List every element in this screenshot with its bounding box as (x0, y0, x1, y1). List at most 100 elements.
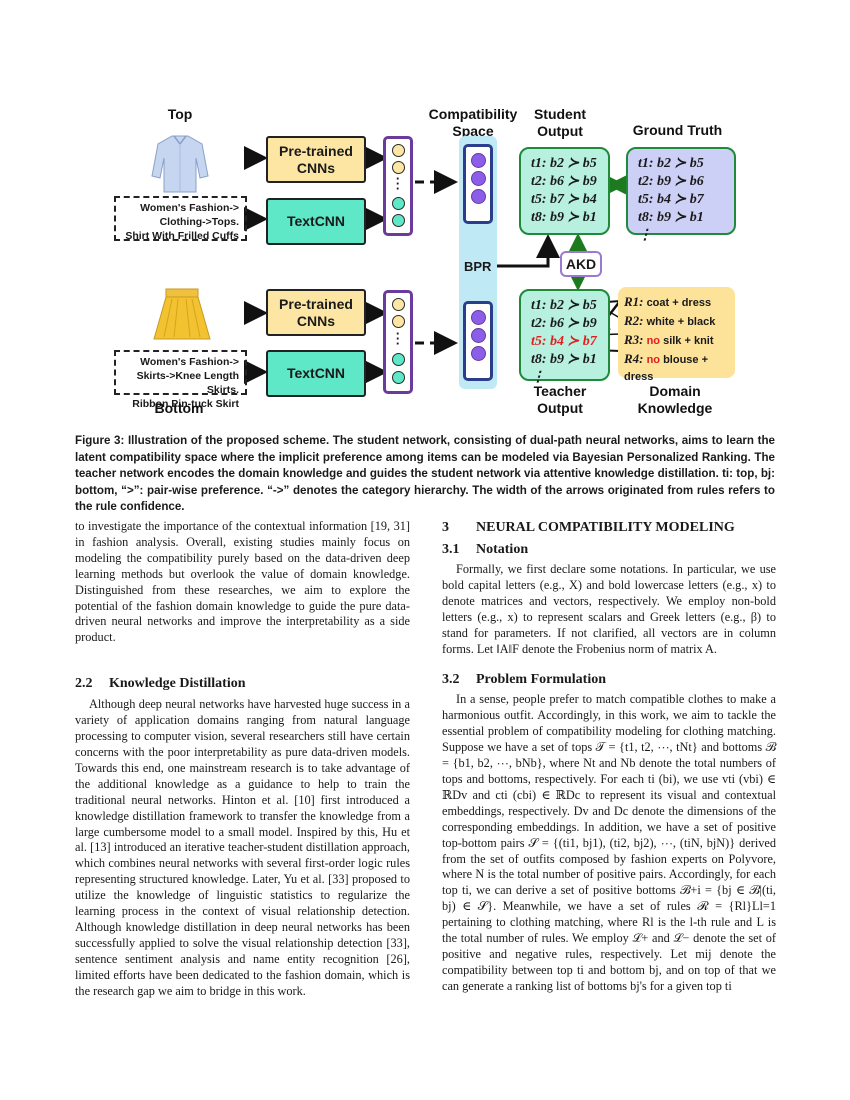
bottom-cnn-line2: CNNs (296, 312, 336, 329)
teacher-row-highlight: t5: b4 ≻ b7 (531, 334, 597, 349)
top-cnn-line1: Pre-trained (279, 142, 353, 159)
section-heading-3-1: 3.1 Notation (442, 541, 776, 559)
truth-row: t1: b2 ≻ b5 (638, 156, 704, 171)
latent-node (471, 153, 486, 168)
feature-node (392, 197, 405, 210)
section-heading-2-2: 2.2 Knowledge Distillation (75, 675, 410, 693)
ground-truth-box: t1: b2 ≻ b5 t2: b9 ≻ b6 t5: b4 ≻ b7 t8: … (626, 147, 736, 243)
rule-text: blouse + dress (624, 354, 709, 383)
bottom-feature-vector: ··· (383, 290, 413, 394)
teacher-row: t8: b9 ≻ b1 (531, 352, 597, 367)
right-column: 3 NEURAL COMPATIBILITY MODELING 3.1 Notati… (442, 519, 776, 995)
section-number: 2.2 (75, 676, 93, 692)
section-title: NEURAL COMPATIBILITY MODELING (476, 520, 735, 535)
figure-caption: Figure 3: Illustration of the proposed s… (75, 434, 775, 513)
rule-text: silk + knit (663, 335, 714, 347)
section-title: Problem Formulation (476, 672, 607, 688)
student-output-label: Student Output (520, 106, 600, 140)
student-output-box: t1: b2 ≻ b5 t2: b6 ≻ b9 t5: b7 ≻ b4 t8: … (519, 147, 610, 235)
teacher-line2: Output (537, 400, 583, 416)
student-row: t2: b6 ≻ b9 (531, 174, 597, 189)
rule-id: R4: (624, 351, 644, 366)
truth-row: t5: b4 ≻ b7 (638, 192, 704, 207)
top-text-box: Women's Fashion-> Clothing->Tops. Shirt … (114, 196, 247, 242)
bottom-text-3: Ribbon Pin-tuck Skirt (132, 398, 239, 410)
domain-knowledge-box: R1: coat + dress R2: white + black R3: n… (618, 287, 735, 383)
rule-row: R1: coat + dress (624, 293, 729, 312)
feature-node (392, 353, 405, 366)
compatibility-label: Compatibility Space (418, 106, 528, 140)
section-title: Knowledge Distillation (109, 676, 246, 692)
bottom-text-2: Skirts->Knee Length Skirts. (136, 370, 239, 396)
feature-node (392, 161, 405, 174)
figure-3: Top Compatibility Space Student Output G… (0, 0, 850, 430)
domain-line2: Knowledge (637, 400, 713, 416)
teacher-line1: Teacher (533, 383, 587, 399)
top-text-2: Clothing->Tops. (159, 216, 239, 228)
compat-line2: Space (452, 123, 494, 139)
teacher-output-box: t1: b2 ≻ b5 t2: b6 ≻ b9 t5: b4 ≻ b7 t8: … (519, 289, 610, 385)
student-line2: Output (537, 123, 583, 139)
bottom-label: Bottom (154, 400, 204, 416)
feature-node (392, 144, 405, 157)
student-row: t8: b9 ≻ b1 (531, 210, 597, 225)
section-title: Notation (476, 542, 529, 557)
bottom-cnn-line1: Pre-trained (279, 295, 353, 312)
truth-row: t2: b9 ≻ b6 (638, 174, 704, 189)
section-heading-3: 3 NEURAL COMPATIBILITY MODELING (442, 519, 776, 537)
student-line1: Student (533, 106, 587, 122)
teacher-row: ⋮ (531, 370, 545, 385)
feature-node (392, 298, 405, 311)
paragraph: Formally, we first declare some notation… (442, 562, 776, 656)
paragraph: to investigate the importance of the con… (75, 519, 410, 645)
section-heading-3-2: 3.2 Problem Formulation (442, 671, 776, 689)
rule-text: white + black (646, 316, 716, 328)
rule-row: R4: no blouse + dress (624, 350, 729, 386)
paragraph: In a sense, people prefer to match compa… (442, 692, 776, 993)
student-row: t1: b2 ≻ b5 (531, 156, 597, 171)
feature-node (392, 371, 405, 384)
domain-knowledge-label: Domain Knowledge (625, 383, 725, 417)
bpr-label: BPR (462, 259, 494, 274)
domain-line1: Domain (649, 383, 701, 399)
akd-box: AKD (560, 251, 602, 277)
compat-line1: Compatibility (428, 106, 518, 122)
top-feature-vector: ··· (383, 136, 413, 236)
rule-negation: no (646, 354, 661, 366)
paragraph: Although deep neural networks have harve… (75, 697, 410, 998)
top-text-3: Shirt With Frilled Cuffs (125, 230, 239, 242)
ground-truth-label: Ground Truth (632, 122, 723, 138)
truth-row: ⋮ (638, 228, 652, 243)
bottom-text-box: Women's Fashion-> Skirts->Knee Length Sk… (114, 350, 247, 410)
latent-node (471, 346, 486, 361)
feature-node (392, 315, 405, 328)
latent-node (471, 310, 486, 325)
section-number: 3.2 (442, 672, 460, 688)
rule-id: R3: (624, 332, 644, 347)
top-label: Top (167, 106, 193, 122)
rule-id: R1: (624, 294, 644, 309)
top-cnn-line2: CNNs (296, 159, 336, 176)
rule-row: R2: white + black (624, 312, 729, 331)
section-number: 3 (442, 520, 449, 535)
shirt-icon (151, 135, 209, 193)
latent-node (471, 328, 486, 343)
feature-node (392, 214, 405, 227)
rule-row: R3: no silk + knit (624, 331, 729, 350)
teacher-output-label: Teacher Output (520, 383, 600, 417)
latent-node (471, 171, 486, 186)
vertical-dots: ··· (395, 171, 401, 196)
bottom-textcnn-box: TextCNN (266, 350, 366, 397)
left-column: to investigate the importance of the con… (75, 519, 410, 999)
top-latent-vector (463, 144, 493, 224)
truth-row: t8: b9 ≻ b1 (638, 210, 704, 225)
student-row: t5: b7 ≻ b4 (531, 192, 597, 207)
section-number: 3.1 (442, 542, 460, 557)
rule-negation: no (646, 335, 661, 347)
latent-node (471, 189, 486, 204)
skirt-icon (153, 288, 211, 340)
top-text-1: Women's Fashion-> (140, 202, 239, 214)
vertical-dots: ··· (395, 326, 401, 351)
